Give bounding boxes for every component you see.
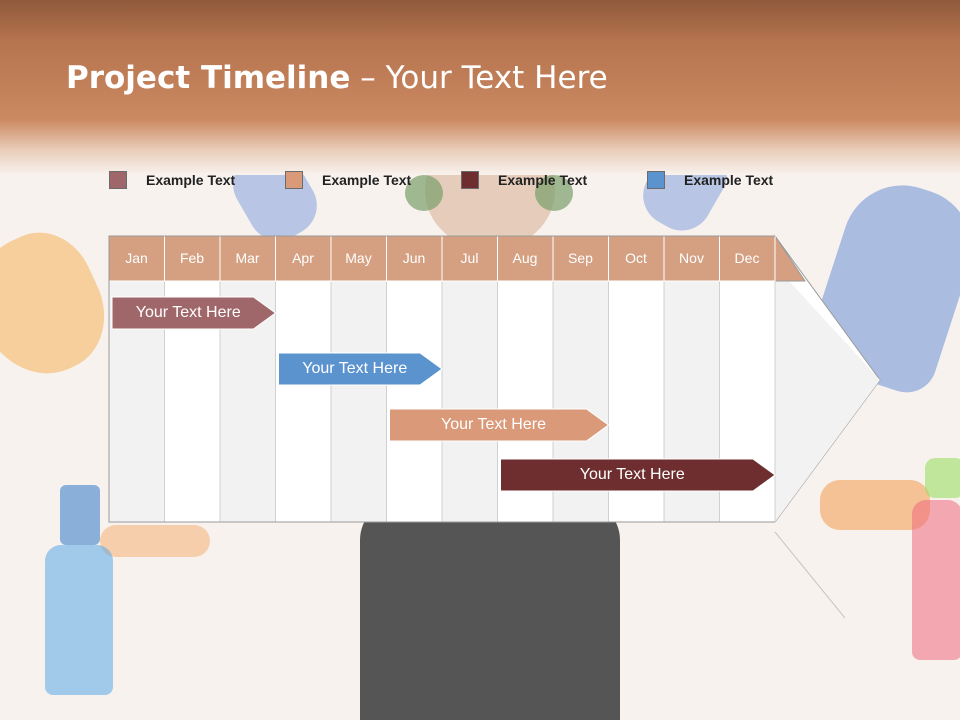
legend-swatch: [109, 171, 127, 189]
hand-decoration: [820, 480, 930, 530]
month-column: [441, 280, 498, 523]
task-bar-label[interactable]: Your Text Here: [302, 360, 408, 377]
legend-label: Example Text: [498, 172, 588, 188]
month-column: [275, 280, 332, 523]
spray-bottle-decoration: [925, 458, 960, 498]
legend-swatch: [647, 171, 665, 189]
month-header-cell: [330, 235, 387, 282]
month-label: Aug: [512, 250, 538, 266]
person-body-decoration: [360, 500, 620, 720]
month-header-cell: [441, 235, 498, 282]
task-bar-label[interactable]: Your Text Here: [579, 466, 685, 483]
month-header-cell: [386, 235, 443, 282]
slide-title[interactable]: Project Timeline – Your Text Here: [66, 60, 608, 96]
month-header-cell: [552, 235, 609, 282]
timeline-reflection: [774, 531, 846, 619]
month-header-tip: [774, 234, 806, 282]
title-rest: – Your Text Here: [350, 60, 608, 96]
hair-roller-decoration: [405, 175, 443, 211]
task-bar-label[interactable]: Your Text Here: [135, 304, 241, 321]
month-label: Sep: [568, 250, 593, 266]
task-bar: [278, 352, 443, 386]
legend-label: Example Text: [684, 172, 774, 188]
month-header-cell: [219, 235, 276, 282]
month-header-cell: [608, 235, 665, 282]
legend-swatch: [285, 171, 303, 189]
header-band: [0, 0, 960, 175]
spray-bottle-decoration: [45, 545, 113, 695]
legend-label: Example Text: [146, 172, 236, 188]
month-label: Dec: [734, 250, 760, 266]
title-bold: Project Timeline: [66, 60, 351, 96]
hair-roller-decoration: [535, 175, 573, 211]
task-bar: [111, 296, 277, 330]
month-label: May: [345, 250, 372, 266]
month-label: Jun: [402, 250, 426, 266]
month-label: Apr: [292, 250, 314, 266]
timeline-arrow-head: [775, 281, 880, 522]
hand-decoration: [100, 525, 210, 557]
spray-bottle-decoration: [912, 500, 960, 660]
month-label: Mar: [235, 250, 260, 266]
task-bar-label[interactable]: Your Text Here: [441, 416, 546, 433]
month-header-cell: [164, 235, 221, 282]
month-column: [386, 280, 443, 523]
task-bar: [500, 458, 776, 492]
month-column: [330, 280, 387, 523]
month-label: Oct: [625, 250, 647, 266]
month-label: Feb: [179, 250, 205, 266]
month-header-cell: [719, 235, 776, 282]
month-label: Jul: [460, 250, 479, 266]
spray-bottle-decoration: [60, 485, 100, 545]
legend-label: Example Text: [322, 172, 412, 188]
timeline-border: [108, 235, 775, 523]
task-bar: [389, 408, 610, 442]
legend-swatch: [461, 171, 479, 189]
month-label: Jan: [125, 250, 148, 266]
month-header-cell: [497, 235, 554, 282]
month-label: Nov: [679, 250, 704, 266]
month-header-cell: [275, 235, 332, 282]
